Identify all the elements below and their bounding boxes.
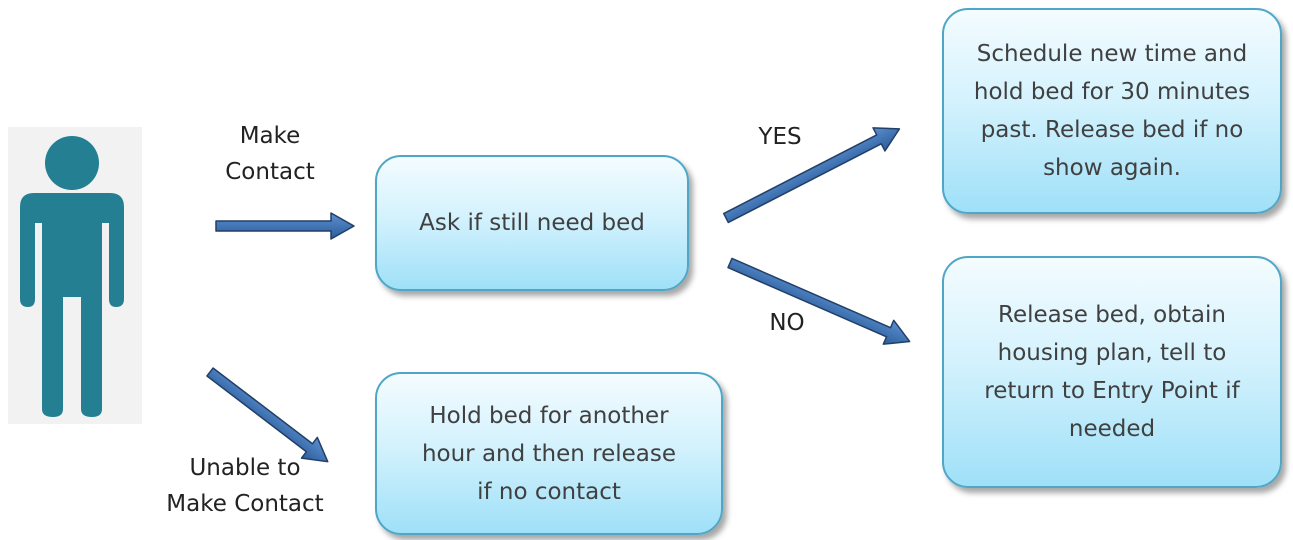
yes-label: YES <box>758 124 802 150</box>
yes-arrow <box>722 127 901 224</box>
hold-box-text: Hold bed for another hour and then relea… <box>421 402 677 505</box>
release-bed-box: Release bed, obtain housing plan, tell t… <box>942 256 1282 488</box>
hold-bed-box: Hold bed for another hour and then relea… <box>375 372 723 535</box>
no-label: NO <box>769 310 805 336</box>
unable-contact-arrow <box>206 367 329 463</box>
schedule-box-text: Schedule new time and hold bed for 30 mi… <box>973 41 1251 181</box>
release-box-text: Release bed, obtain housing plan, tell t… <box>984 302 1240 442</box>
ask-box-text: Ask if still need bed <box>419 210 645 236</box>
ask-if-need-bed-box: Ask if still need bed <box>375 155 689 291</box>
person-panel <box>8 127 142 424</box>
schedule-new-time-box: Schedule new time and hold bed for 30 mi… <box>942 8 1282 214</box>
make-contact-label: Make Contact <box>225 123 315 185</box>
no-arrow <box>727 257 911 345</box>
person-icon <box>20 136 124 417</box>
make-contact-arrow <box>215 212 355 240</box>
unable-contact-label: Unable to Make Contact <box>166 455 324 517</box>
